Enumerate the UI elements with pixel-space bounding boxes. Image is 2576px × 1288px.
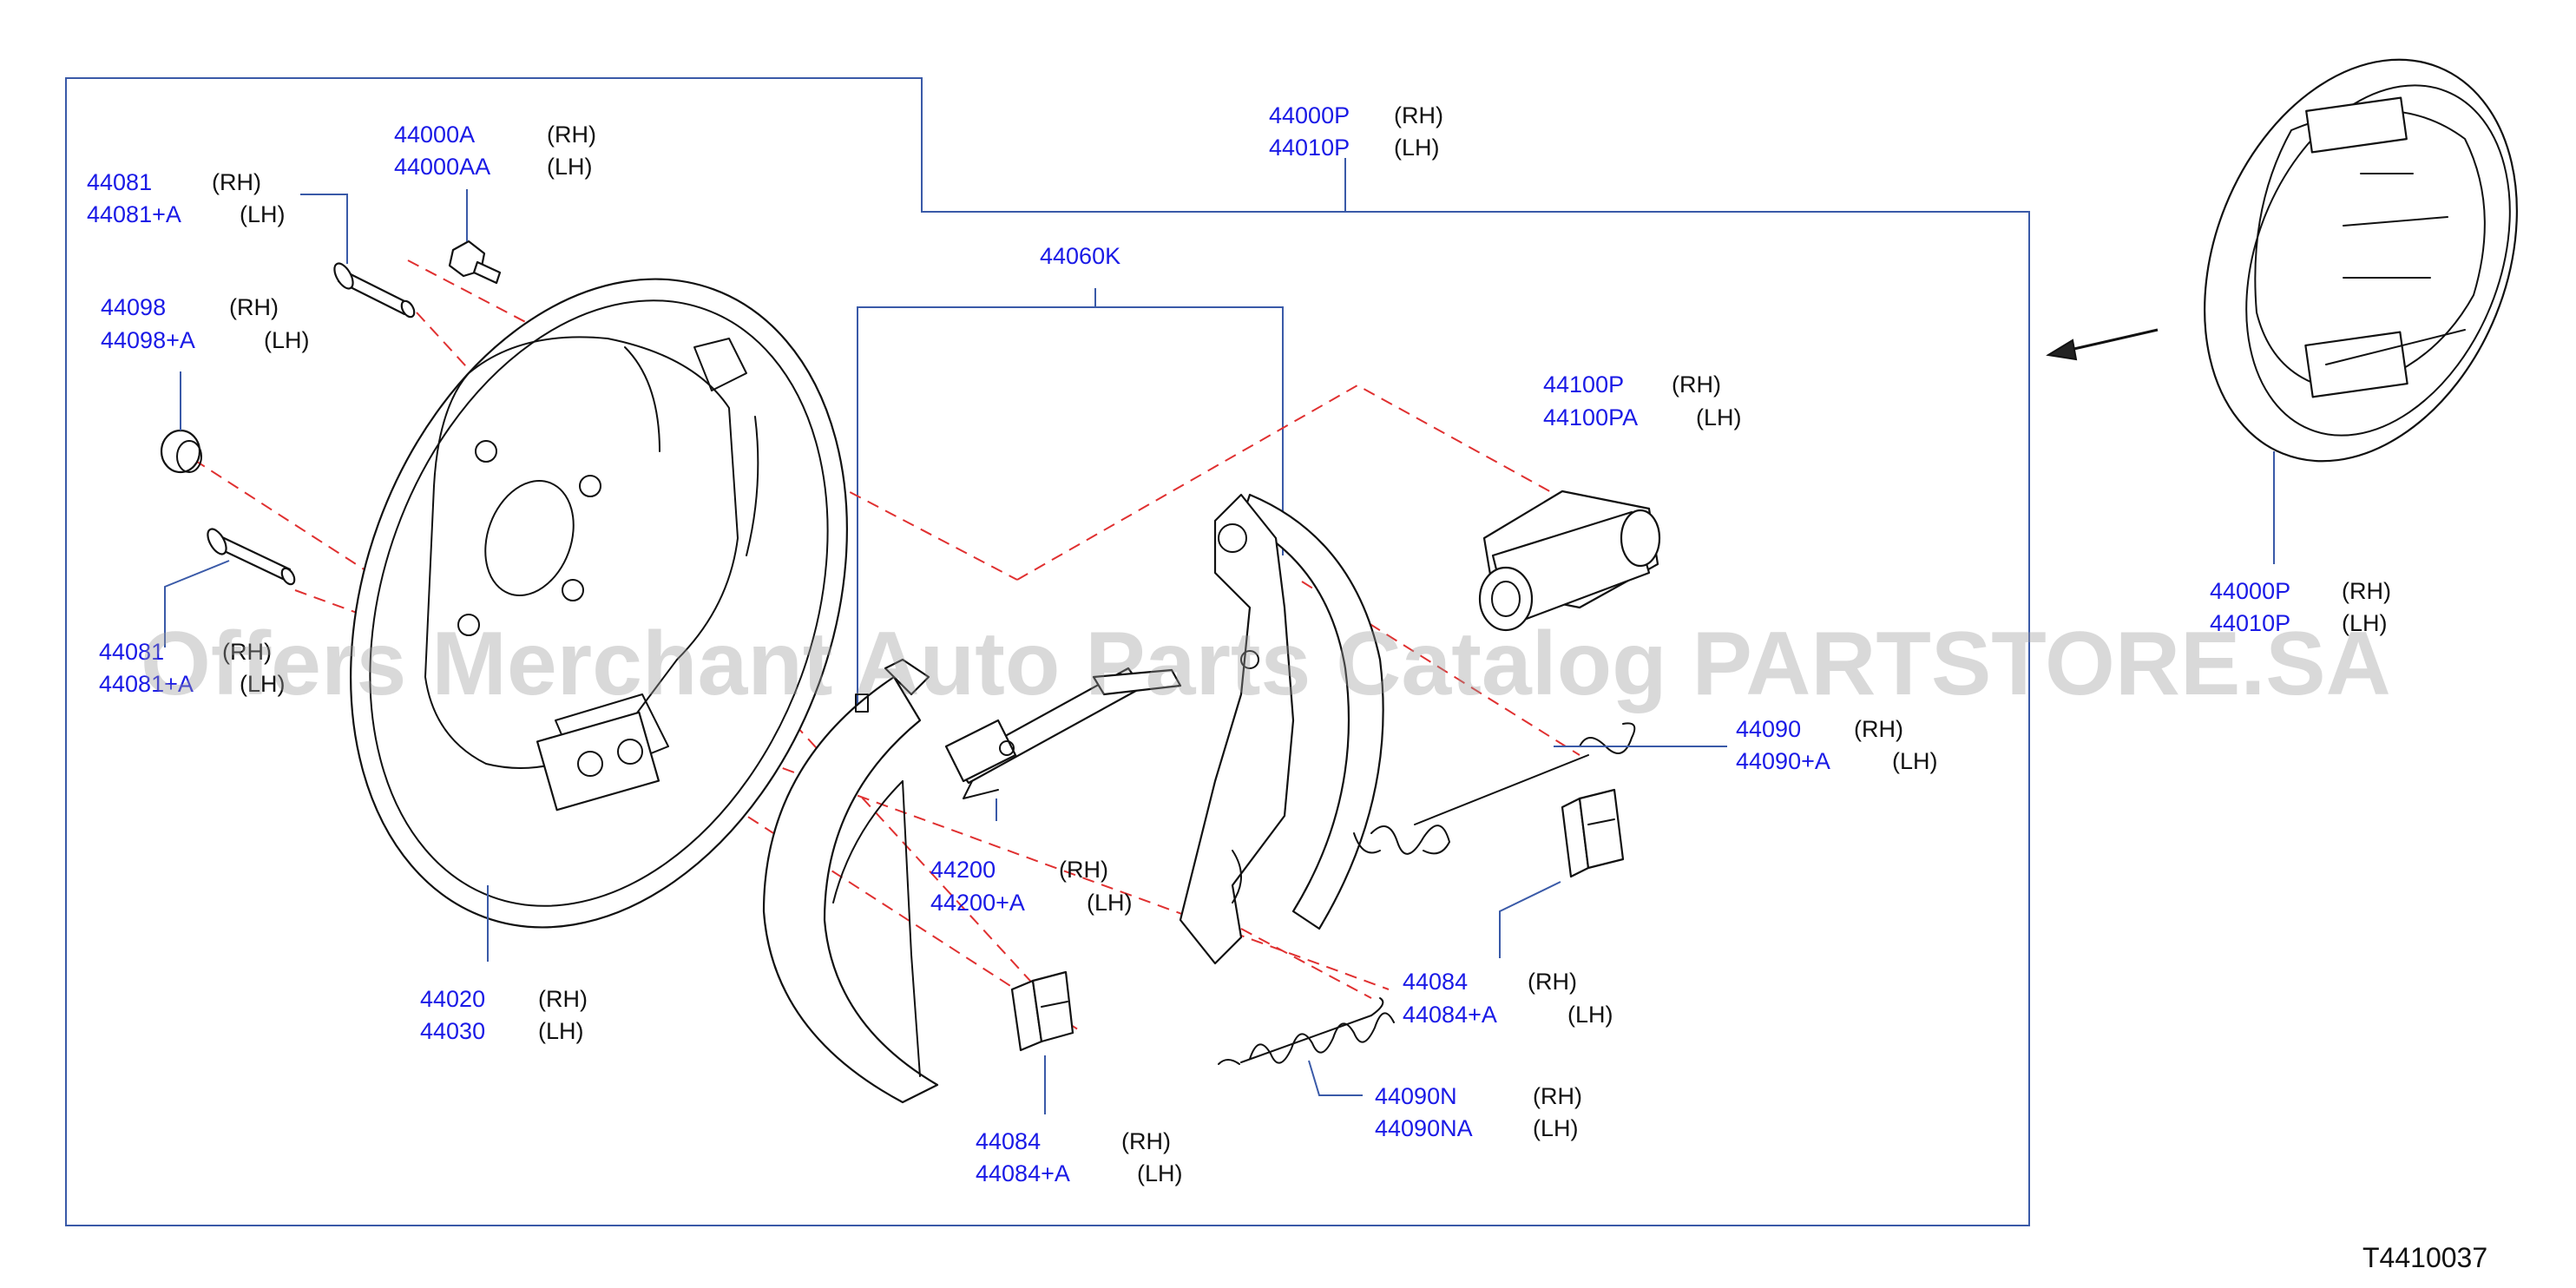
watermark: Offers Merchant Auto Parts Catalog PARTS…: [141, 614, 2391, 714]
side-label: (LH): [1696, 404, 1742, 430]
side-label: (RH): [538, 986, 588, 1012]
spring-44090N: [1218, 997, 1395, 1065]
callout-44060K: 44060K: [1040, 243, 1120, 269]
callout-44100P: 44100P (RH) 44100PA (LH): [1543, 371, 1742, 430]
retainer-clip-bottom: [1010, 970, 1074, 1052]
callout-44000P-top: 44000P (RH) 44010P (LH): [1269, 102, 1443, 161]
part-number: 44090NA: [1375, 1115, 1473, 1141]
side-label: (RH): [222, 639, 272, 665]
hold-down-pin-upper: [333, 262, 416, 319]
part-number: 44090: [1736, 716, 1801, 742]
side-label: (RH): [1121, 1128, 1171, 1154]
leader-lines: [164, 189, 1727, 1114]
side-label: (RH): [1059, 857, 1108, 883]
part-number: 44200: [930, 857, 996, 883]
part-number: 44084: [1403, 969, 1468, 995]
callout-44000A: 44000A (RH) 44000AA (LH): [394, 122, 596, 180]
side-label: (RH): [2342, 578, 2391, 604]
side-label: (LH): [1394, 135, 1440, 161]
side-label: (LH): [538, 1018, 584, 1044]
callout-44000P-side: 44000P (RH) 44010P (LH): [2210, 578, 2391, 636]
retainer-clip-right: [1561, 788, 1625, 878]
part-number: 44084+A: [976, 1160, 1070, 1186]
brake-shoe-right: [1179, 493, 1384, 965]
part-number: 44010P: [1269, 135, 1350, 161]
callout-44090: 44090 (RH) 44090+A (LH): [1736, 716, 1938, 774]
part-number: 44000P: [1269, 102, 1350, 128]
part-number: 44084+A: [1403, 1002, 1497, 1028]
part-number: 44000AA: [394, 154, 490, 180]
side-label: (LH): [1137, 1160, 1183, 1186]
callout-44098: 44098 (RH) 44098+A (LH): [101, 294, 310, 353]
part-number: 44090+A: [1736, 748, 1830, 774]
callout-44084-bottom: 44084 (RH) 44084+A (LH): [976, 1128, 1183, 1186]
illustration-code: T4410037: [2362, 1242, 2487, 1273]
part-number: 44020: [420, 986, 485, 1012]
side-label: (LH): [1087, 890, 1133, 916]
part-number: 44098: [101, 294, 166, 320]
inset-assembled-view: [2204, 58, 2518, 463]
part-number: 44084: [976, 1128, 1041, 1154]
part-number: 44081+A: [99, 671, 194, 697]
backing-plate: [350, 278, 848, 929]
part-number: 44000P: [2210, 578, 2290, 604]
grommet-44098: [160, 429, 202, 474]
side-label: (RH): [229, 294, 279, 320]
side-label: (RH): [1394, 102, 1443, 128]
assembly-frame: [65, 77, 2030, 1226]
side-label: (RH): [1854, 716, 1903, 742]
part-number: 44010P: [2210, 610, 2290, 636]
wheel-cylinder-44100P: [1478, 490, 1661, 632]
adjuster-44200: [944, 667, 1182, 799]
side-label: (LH): [1533, 1115, 1579, 1141]
callout-44081: 44081 (RH) 44081+A (LH): [87, 169, 286, 227]
side-label: (RH): [1672, 371, 1721, 398]
callout-44200: 44200 (RH) 44200+A (LH): [930, 857, 1133, 916]
direction-arrow: [2046, 328, 2159, 361]
brake-shoe-left: [762, 658, 939, 1104]
bolt-44000A: [448, 240, 502, 285]
side-label: (LH): [547, 154, 593, 180]
spring-44090: [1353, 722, 1636, 855]
part-number: 44100PA: [1543, 404, 1638, 430]
callout-44090N: 44090N (RH) 44090NA (LH): [1375, 1083, 1582, 1141]
part-number: 44098+A: [101, 327, 195, 353]
part-number: 44200+A: [930, 890, 1025, 916]
side-label: (RH): [1533, 1083, 1582, 1109]
part-number: 44081: [87, 169, 152, 195]
side-label: (LH): [1892, 748, 1938, 774]
side-label: (LH): [240, 671, 286, 697]
part-number: 44081+A: [87, 201, 181, 227]
callout-44084-right: 44084 (RH) 44084+A (LH): [1403, 969, 1613, 1028]
part-number: 44060K: [1040, 243, 1120, 269]
side-label: (LH): [264, 327, 310, 353]
side-label: (LH): [240, 201, 286, 227]
part-number: 44030: [420, 1018, 485, 1044]
callout-44081-lower: 44081 (RH) 44081+A (LH): [99, 639, 286, 697]
part-number: 44000A: [394, 122, 475, 148]
side-label: (RH): [1528, 969, 1577, 995]
part-number: 44081: [99, 639, 164, 665]
side-label: (LH): [2342, 610, 2388, 636]
hold-down-pin-lower: [207, 528, 296, 586]
side-label: (LH): [1567, 1002, 1613, 1028]
callout-44020: 44020 (RH) 44030 (LH): [420, 986, 588, 1044]
part-number: 44100P: [1543, 371, 1624, 398]
part-number: 44090N: [1375, 1083, 1457, 1109]
shoe-kit-bracket: [857, 306, 1284, 712]
side-label: (RH): [547, 122, 596, 148]
side-label: (RH): [212, 169, 261, 195]
